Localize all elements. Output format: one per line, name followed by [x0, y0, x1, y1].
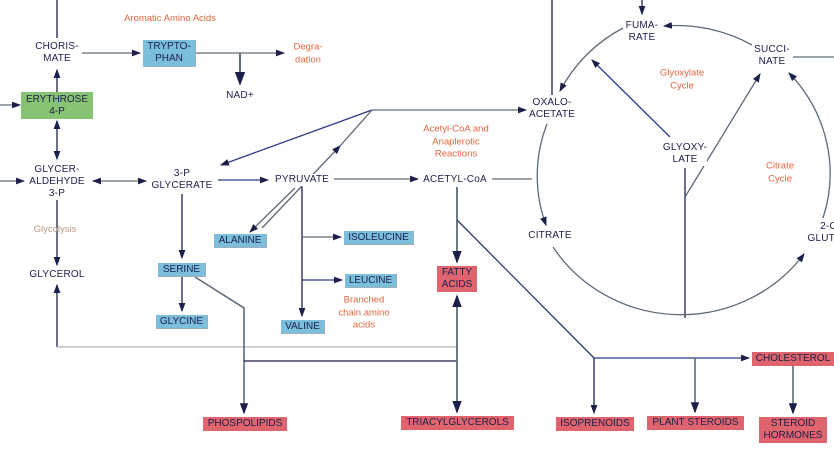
nad-plus[interactable]: NAD+	[226, 90, 254, 101]
alanine-box[interactable]: ALANINE	[214, 234, 267, 248]
aromatic-amino-acids-note: Aromatic Amino Acids	[124, 12, 216, 24]
plant-steroids-box[interactable]: PLANT STEROIDS	[647, 416, 744, 430]
oxaloacetate[interactable]: OXALO- ACETATE	[528, 97, 576, 121]
glyceraldehyde-3p[interactable]: GLYCER- ALDEHYDE 3-P	[29, 164, 85, 200]
leucine-box[interactable]: LEUCINE	[345, 274, 397, 288]
citrate-cycle-note: Citrate Cycle	[766, 160, 794, 185]
3p-glycerate[interactable]: 3-P GLYCERATE	[151, 168, 213, 191]
tryptophan-box[interactable]: TRYPTO- PHAN	[143, 40, 196, 67]
pyruvate[interactable]: PYRUVATE	[272, 174, 332, 186]
acetyl-coa[interactable]: ACETYL-CoA	[421, 174, 489, 186]
2-oxoglutarate[interactable]: 2-OXO- GLUTERATE	[807, 221, 834, 245]
fumarate[interactable]: FUMA- RATE	[625, 20, 659, 44]
fatty-acids-box[interactable]: FATTY ACIDS	[437, 266, 477, 292]
glycolysis-note: Glycolysis	[33, 223, 77, 235]
valine-box[interactable]: VALINE	[281, 320, 325, 334]
degradation-note: Degra- dation	[293, 41, 323, 66]
phospholipids-box[interactable]: PHOSPOLIPIDS	[203, 417, 287, 431]
succinate[interactable]: SUCCI- NATE	[754, 44, 790, 68]
citrate[interactable]: CITRATE	[528, 230, 572, 242]
cholesterol-box[interactable]: CHOLESTEROL	[752, 352, 834, 366]
glyoxylate[interactable]: GLYOXY- LATE	[662, 142, 708, 166]
steroid-hormones-box[interactable]: STEROID HORMONES	[759, 417, 827, 443]
isoleucine-box[interactable]: ISOLEUCINE	[344, 231, 414, 245]
glycerol[interactable]: GLYCEROL	[29, 269, 85, 280]
serine-box[interactable]: SERINE	[158, 263, 206, 277]
erythrose-4p-box[interactable]: ERYTHROSE 4-P	[21, 92, 93, 119]
isoprenoids-box[interactable]: ISOPRENOIDS	[556, 417, 634, 431]
glyoxylate-cycle-note: Glyoxylate Cycle	[659, 67, 705, 92]
glycine-box[interactable]: GLYCINE	[156, 315, 208, 329]
branched-chain-note: Branched chain amino acids	[338, 294, 390, 331]
acetyl-coa-anaplerotic-note: Acetyl-CoA and Anaplerotic Reactions	[423, 123, 489, 160]
triacylglycerols-box[interactable]: TRIACYLGLYCEROLS	[401, 416, 514, 430]
chorismate[interactable]: CHORIS- MATE	[35, 41, 79, 65]
